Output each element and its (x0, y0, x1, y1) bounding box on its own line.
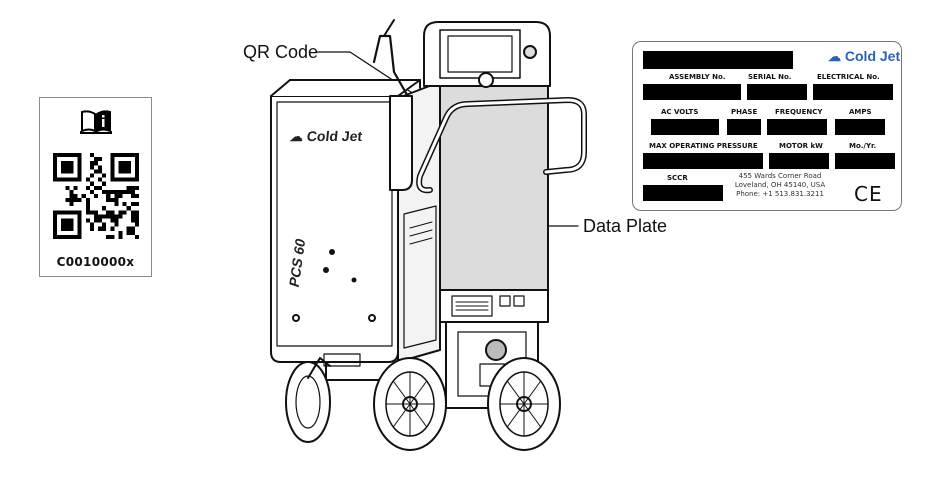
ce-mark: CE (854, 182, 883, 206)
max-pressure-value (643, 153, 763, 169)
label-frequency: FREQUENCY (775, 108, 823, 116)
mo-yr-value (835, 153, 895, 169)
label-max-operating-pressure: MAX OPERATING PRESSURE (649, 142, 758, 150)
machine-brand-logo: ☁ Cold Jet (289, 128, 364, 144)
label-motor-kw: MOTOR kW (779, 142, 823, 150)
electrical-no-value (813, 84, 893, 100)
cloud-logo-icon: ☁ (289, 129, 304, 144)
part-code: C0010000x (56, 255, 135, 269)
label-serial-no: SERIAL No. (748, 73, 792, 81)
phase-value (727, 119, 761, 135)
label-ac-volts: AC VOLTS (661, 108, 699, 116)
manufacturer-address: 455 Wards Corner Road Loveland, OH 45140… (734, 172, 826, 198)
data-plate: ☁ Cold Jet ASSEMBLY No. SERIAL No. ELECT… (632, 41, 902, 211)
serial-no-value (747, 84, 807, 100)
label-electrical-no: ELECTRICAL No. (817, 73, 880, 81)
data-plate-callout: Data Plate (583, 216, 668, 236)
data-plate-brand: ☁ Cold Jet (828, 48, 901, 64)
qr-code-icon (53, 153, 139, 239)
qr-manual-tag: C0010000x (39, 97, 152, 277)
label-mo-yr: Mo./Yr. (849, 142, 877, 150)
qr-code-callout: QR Code (243, 42, 319, 62)
motor-kw-value (769, 153, 829, 169)
label-phase: PHASE (731, 108, 758, 116)
cloud-logo-icon: ☁ (828, 49, 841, 64)
assembly-no-value (643, 84, 741, 100)
label-sccr: SCCR (667, 174, 688, 182)
label-assembly-no: ASSEMBLY No. (669, 73, 726, 81)
manual-info-icon (80, 110, 112, 134)
label-amps: AMPS (849, 108, 872, 116)
frequency-value (767, 119, 827, 135)
amps-value (835, 119, 885, 135)
ac-volts-value (651, 119, 719, 135)
sccr-value (643, 185, 723, 201)
redacted-field (643, 51, 793, 69)
